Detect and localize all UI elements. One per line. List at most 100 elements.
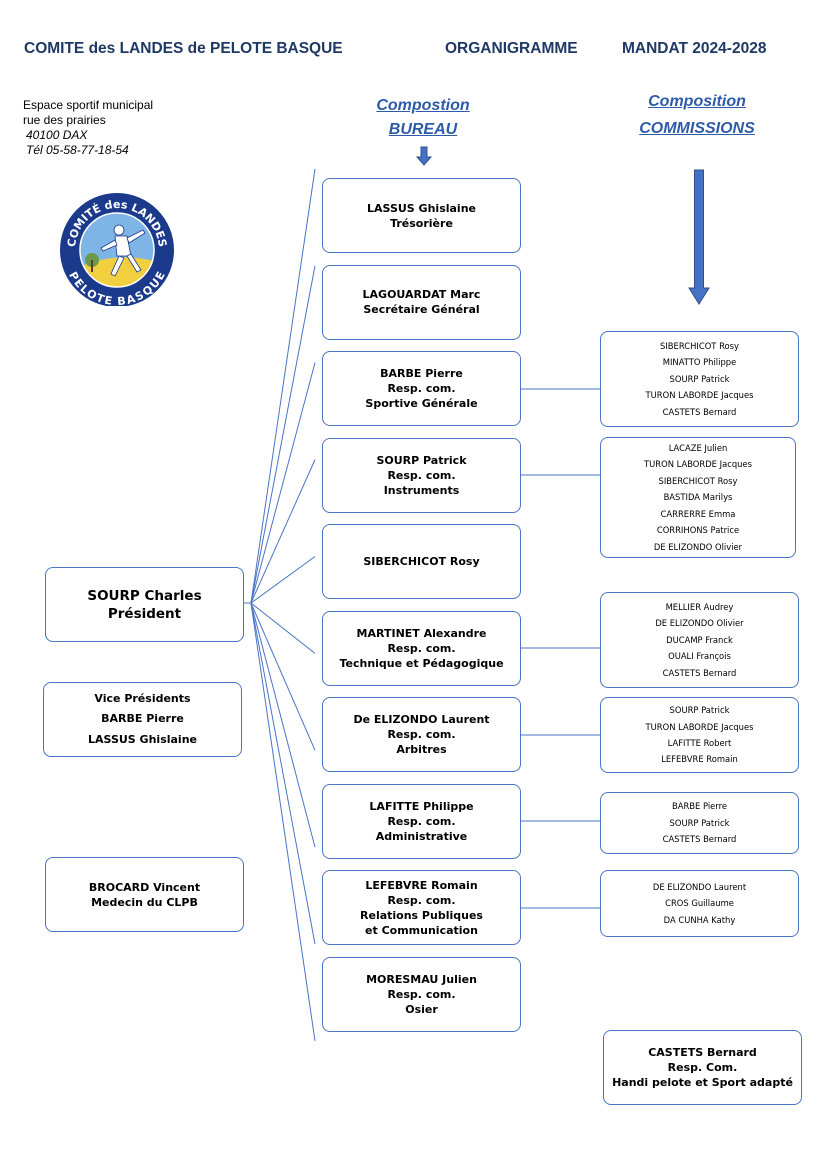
handi-line: Handi pelote et Sport adapté <box>612 1076 793 1089</box>
bureau-member-role: Resp. com. <box>387 382 456 395</box>
commission-member: CORRIHONS Patrice <box>656 525 740 536</box>
president-bureau-connector <box>250 602 316 751</box>
doctor-role: Medecin du CLPB <box>91 895 198 909</box>
commissions-down-arrow <box>688 169 710 305</box>
president-role: Président <box>107 605 182 622</box>
handi-pelote-box: CASTETS Bernard Resp. Com. Handi pelote … <box>603 1030 802 1105</box>
bureau-member-role: Arbitres <box>396 743 447 756</box>
document-title: ORGANIGRAMME <box>445 40 578 57</box>
president-bureau-connector <box>250 556 316 604</box>
commission-member: SIBERCHICOT Rosy <box>660 340 739 351</box>
president-box: SOURP Charles Président <box>45 567 244 642</box>
commission-member: TURON LABORDE Jacques <box>645 721 754 732</box>
vice-president-name: BARBE Pierre <box>101 712 184 726</box>
president-bureau-connector <box>250 168 316 604</box>
doctor-box: BROCARD Vincent Medecin du CLPB <box>45 857 244 932</box>
commission-member: DUCAMP Franck <box>666 634 733 645</box>
organization-title: COMITE des LANDES de PELOTE BASQUE <box>24 40 343 57</box>
commission-member: TURON LABORDE Jacques <box>645 390 754 401</box>
commission-member: DA CUNHA Kathy <box>663 914 736 925</box>
president-bureau-connector <box>250 265 316 604</box>
commission-member: DE ELIZONDO Olivier <box>653 541 743 552</box>
bureau-member-role: Resp. com. <box>387 987 456 1001</box>
bureau-member-role: Resp. com. <box>387 468 456 482</box>
bureau-heading: Compostion BUREAU <box>373 94 473 142</box>
bureau-member-name: SIBERCHICOT Rosy <box>363 555 480 568</box>
commission-member: MINATTO Philippe <box>662 357 737 368</box>
bureau-member-role: Resp. com. <box>387 641 456 655</box>
bureau-member-role: Administrative <box>375 829 468 843</box>
doctor-name: BROCARD Vincent <box>88 880 201 894</box>
bureau-member-role: Relations Publiques <box>360 908 483 922</box>
address-line: rue des prairies <box>23 113 106 127</box>
bureau-member-role: Instruments <box>383 483 460 497</box>
commissions-heading: Composition COMMISSIONS <box>632 88 762 142</box>
president-bureau-connector <box>250 362 316 604</box>
commission-member: CASTETS Bernard <box>662 834 737 845</box>
commission-member: LACAZE Julien <box>668 443 728 454</box>
address-block: Espace sportif municipal rue des prairie… <box>23 98 153 158</box>
commission-member: BASTIDA Marilys <box>663 492 733 503</box>
bureau-member-role: Technique et Pédagogique <box>339 656 504 670</box>
bureau-down-arrow <box>415 146 433 166</box>
commission-member: CROS Guillaume <box>665 898 734 909</box>
handi-name: CASTETS Bernard <box>648 1046 757 1059</box>
bureau-member-name: BARBE Pierre <box>380 367 463 380</box>
commission-member: OUALI François <box>668 651 731 662</box>
commission-member: SOURP Patrick <box>669 817 730 828</box>
bureau-member-name: MORESMAU Julien <box>366 972 477 986</box>
bureau-member-role: Osier <box>405 1002 438 1016</box>
pelotari-figure <box>100 224 146 277</box>
bureau-member-name: LAGOUARDAT Marc <box>362 288 481 301</box>
commission-member: LAFITTE Robert <box>667 738 732 748</box>
president-name: SOURP Charles <box>87 587 202 604</box>
bureau-member-name: LEFEBVRE Romain <box>365 878 478 892</box>
handi-line: Resp. Com. <box>667 1061 738 1074</box>
commission-member: SOURP Patrick <box>669 705 730 716</box>
bureau-member-name: De ELIZONDO Laurent <box>353 713 490 726</box>
commission-member: SIBERCHICOT Rosy <box>658 475 738 486</box>
commission-member: BARBE Pierre <box>671 801 728 812</box>
president-bureau-connector <box>250 602 316 1041</box>
commissions-heading-line1: Composition <box>648 93 746 110</box>
address-line: Espace sportif municipal <box>23 98 154 112</box>
bureau-member-role: et Communication <box>365 923 478 937</box>
commission-member: CASTETS Bernard <box>662 406 737 417</box>
bureau-member-name: MARTINET Alexandre <box>356 626 487 640</box>
bureau-member-name: SOURP Patrick <box>376 453 467 467</box>
mandate-label: MANDAT 2024-2028 <box>622 40 767 57</box>
president-bureau-connector <box>250 602 316 945</box>
address-postcode: 40100 DAX <box>26 128 88 142</box>
pelote-basque-logo: COMITÉ des LANDES PELOTE BASQUE <box>60 193 174 306</box>
address-phone: Tél 05-58-77-18-54 <box>26 143 129 157</box>
bureau-member-role: Resp. com. <box>387 893 456 907</box>
commission-member: MELLIER Audrey <box>665 601 734 612</box>
commission-member: DE ELIZONDO Laurent <box>652 881 747 892</box>
bureau-member-role: Resp. com. <box>387 728 456 741</box>
commission-member: SOURP Patrick <box>669 373 730 384</box>
bureau-member-role: Trésorière <box>390 216 453 230</box>
bureau-heading-line1: Compostion <box>376 97 470 114</box>
commission-member: CARRERRE Emma <box>660 508 736 519</box>
bureau-member-box: SIBERCHICOT Rosy <box>322 524 521 599</box>
bureau-member-role: Secrétaire Général <box>363 303 480 316</box>
bureau-heading-line2: BUREAU <box>388 121 458 138</box>
commission-member: CASTETS Bernard <box>662 667 737 678</box>
president-bureau-connector <box>250 602 316 654</box>
president-bureau-connector <box>250 459 316 604</box>
